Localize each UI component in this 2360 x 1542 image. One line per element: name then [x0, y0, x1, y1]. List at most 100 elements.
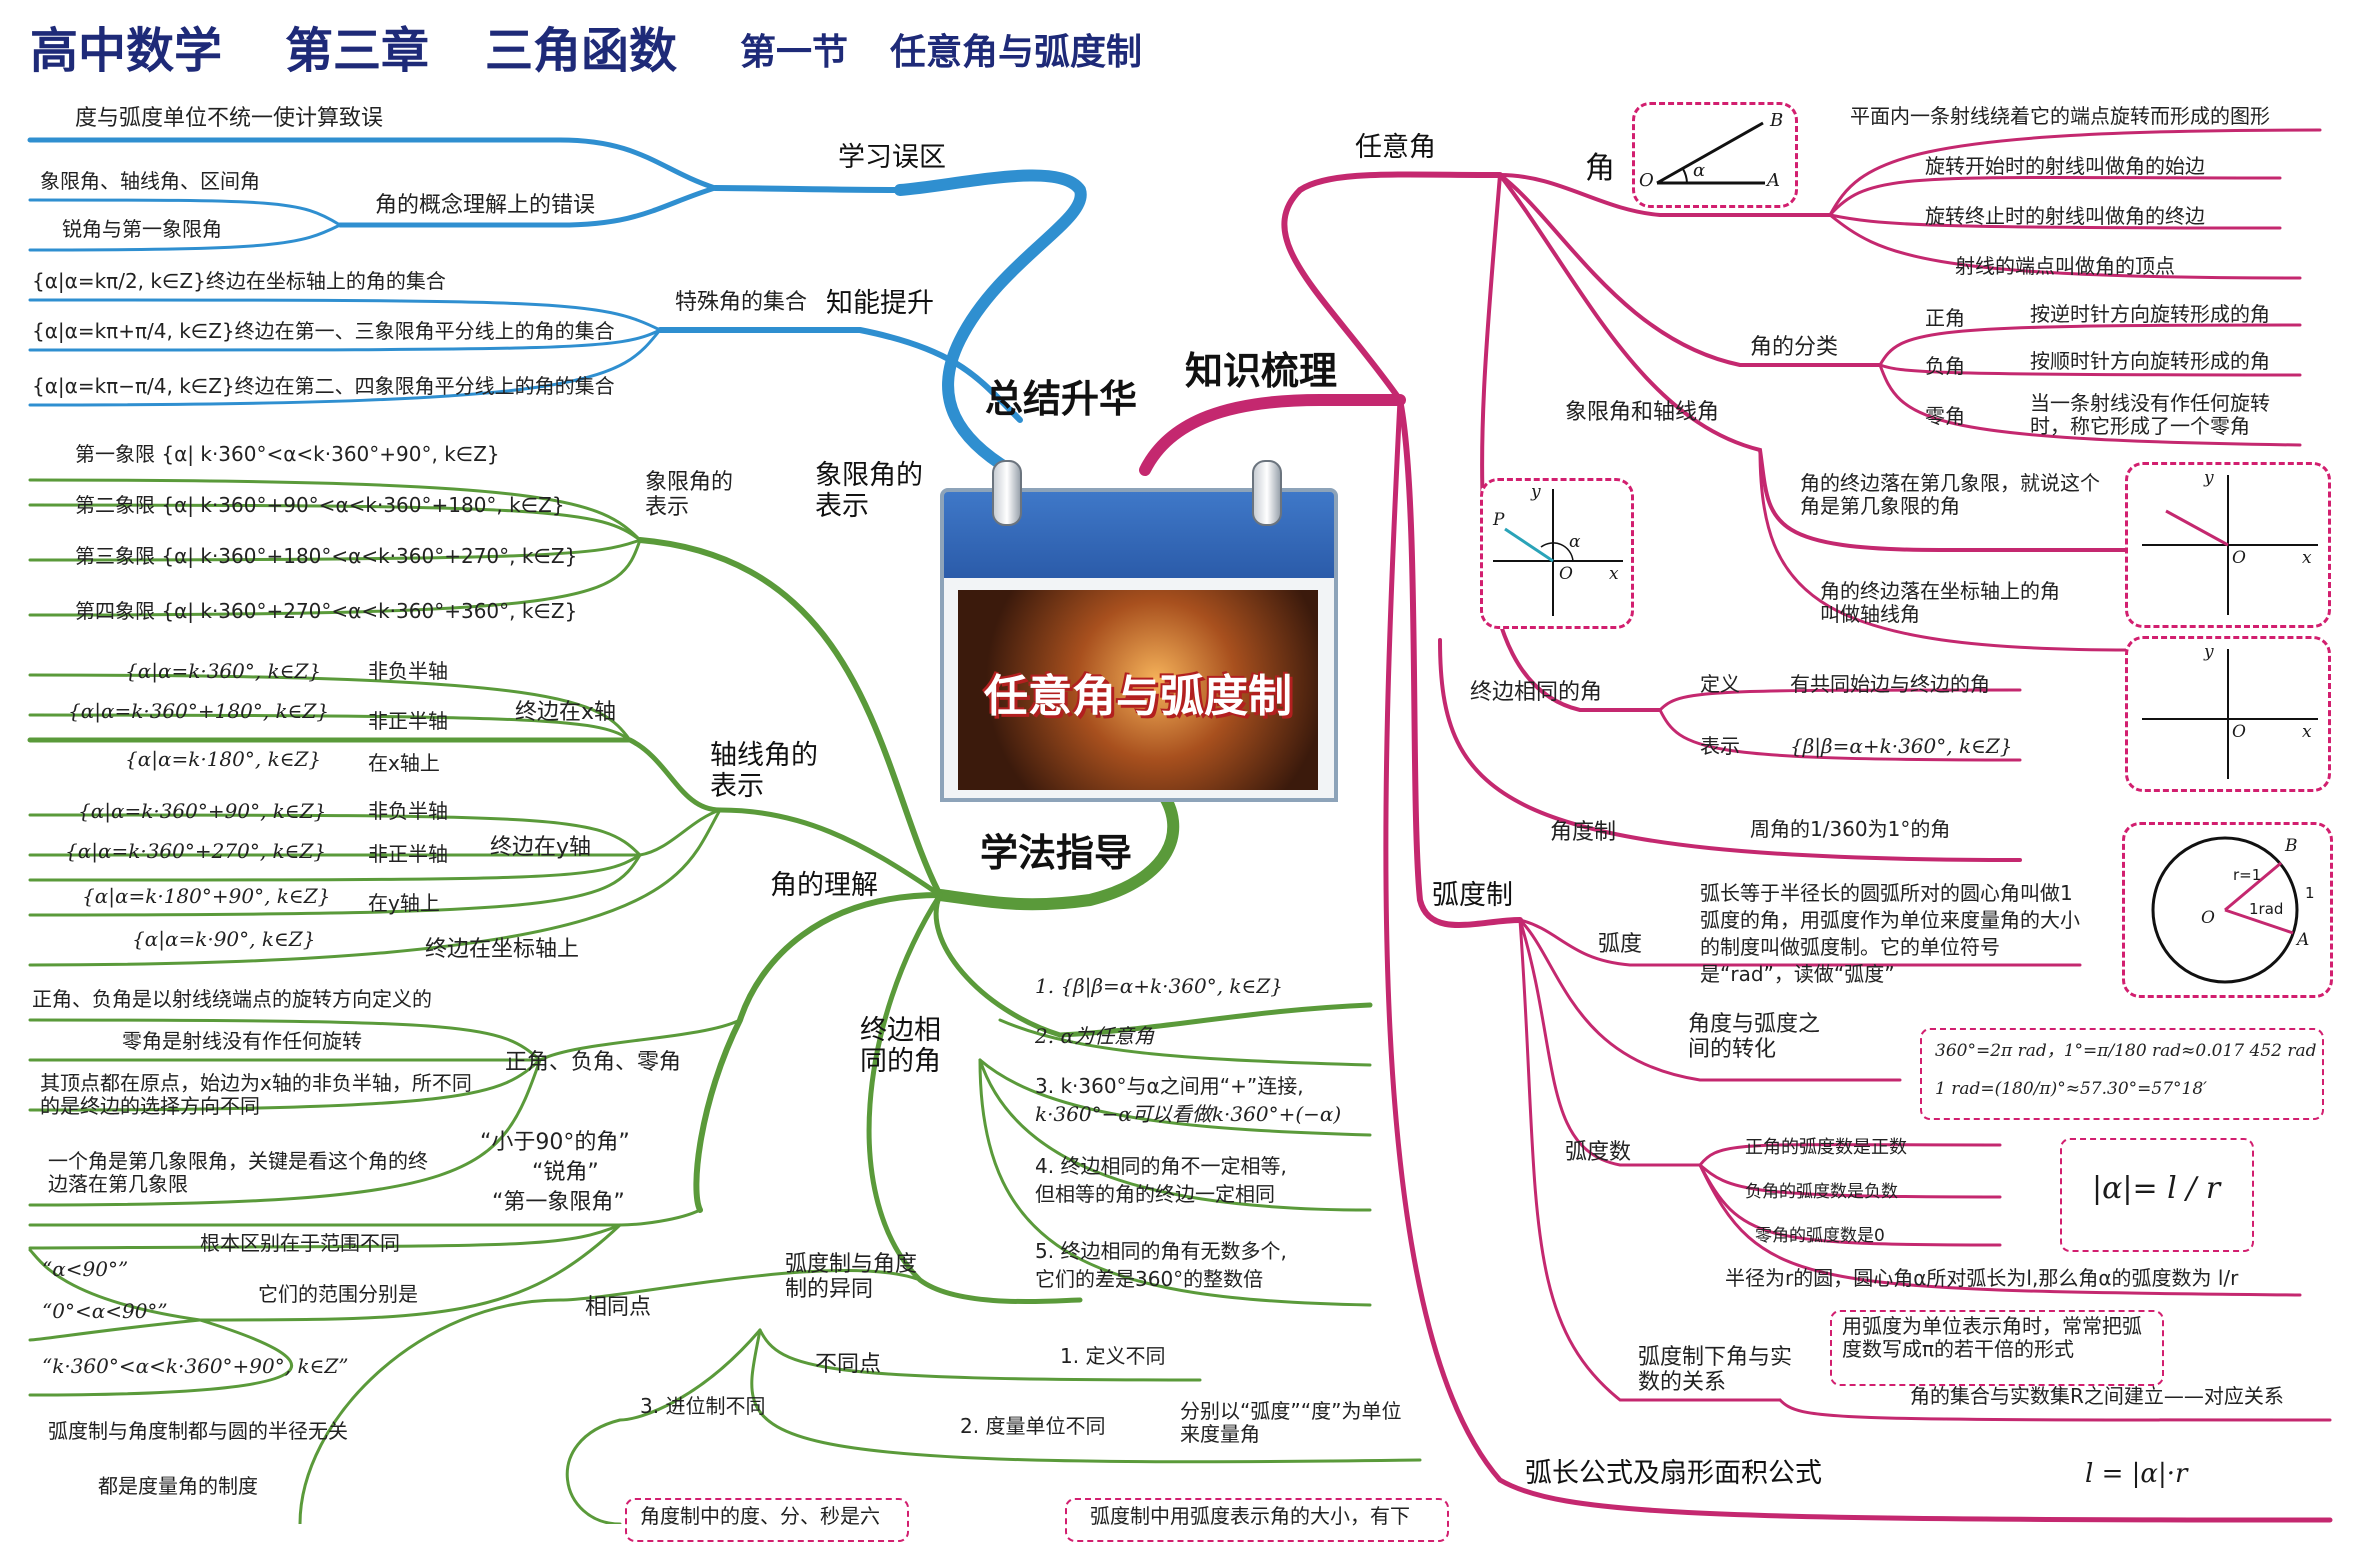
green-r3: “k·360°<α<k·360°+90°, k∈Z”	[42, 1355, 349, 1378]
center-calendar: 任意角与弧度制	[940, 460, 1330, 805]
calendar-body: 任意角与弧度制	[940, 578, 1338, 802]
mag-quad-axis: 象限角和轴线角	[1565, 400, 1719, 425]
mag-abs-formula: |α|= l / r	[2092, 1172, 2220, 1207]
green-st3a: 3. k·360°与α之间用“+”连接,	[1035, 1075, 1304, 1098]
green-r2: “0°<α<90°”	[42, 1300, 168, 1323]
radian-diagram	[2125, 825, 2330, 995]
mag-vertex: 射线的端点叫做角的顶点	[1955, 255, 2175, 278]
blue-set3: {α|α=kπ−π/4, k∈Z}终边在第二、四象限角平分线上的角的集合	[32, 375, 615, 398]
cot-label-y: y	[1531, 483, 1541, 503]
green-lt90: “小于90°的角”	[480, 1130, 630, 1155]
green-same-terminal: 终边相同的角	[860, 1015, 960, 1077]
header-section: 第一节	[740, 32, 848, 73]
green-acute-q: “锐角”	[532, 1160, 599, 1185]
axis-diagram	[2128, 639, 2328, 789]
green-zero: 零角是射线没有作任何旋转	[122, 1030, 362, 1053]
green-r1: “α<90°”	[42, 1258, 128, 1281]
green-st1: 1. {β|β=α+k·360°, k∈Z}	[1035, 975, 1283, 998]
axis-label-y: y	[2204, 643, 2214, 663]
mag-zero-def: 当一条射线没有作任何旋转时，称它形成了一个零角	[2030, 392, 2290, 438]
mag-any-angle: 任意角	[1355, 132, 1436, 163]
mag-real-rel: 弧度制下角与实数的关系	[1638, 1345, 1808, 1396]
rad-label-O: O	[2201, 909, 2215, 929]
mag-zero: 零角	[1925, 405, 1965, 428]
green-cut1: 角度制中的度、分、秒是六	[640, 1505, 880, 1528]
mag-angle: 角	[1585, 152, 1615, 187]
mag-radian-sys: 弧度制	[1432, 880, 1513, 911]
rad-label-B: B	[2285, 837, 2298, 857]
green-st2: 2. α为任意角	[1035, 1025, 1154, 1048]
green-d3: 3. 进位制不同	[640, 1395, 765, 1418]
mag-conversion: 角度与弧度之间的转化	[1688, 1012, 1838, 1063]
mag-negative: 负角	[1925, 355, 1965, 378]
axis-label-O: O	[2232, 723, 2246, 743]
branch-knowledge: 知识梳理	[1185, 350, 1337, 394]
center-title: 任意角与弧度制	[958, 660, 1318, 724]
green-on-y: 终边在y轴	[490, 835, 591, 860]
rad-label-r1: r=1	[2233, 867, 2261, 884]
blue-special-sets: 特殊角的集合	[675, 290, 807, 315]
green-y2: 非正半轴	[368, 843, 448, 866]
blue-mistake	[715, 188, 900, 190]
mag-radian: 弧度	[1598, 932, 1642, 957]
quad-label-x: x	[2302, 549, 2312, 569]
coterminal-diagram	[1483, 481, 1631, 626]
green-q4: 第四象限 {α| k·360°+270°<α<k·360°+360°, k∈Z}	[75, 600, 577, 623]
mag-positive-def: 按逆时针方向旋转形成的角	[2030, 303, 2270, 326]
blue-mistake-concept: 角的概念理解上的错误	[375, 193, 595, 218]
mag-rn1: 正角的弧度数是正数	[1745, 1138, 1907, 1159]
header-section-name: 任意角与弧度制	[890, 32, 1142, 73]
green-y3: 在y轴上	[368, 892, 440, 915]
mag-real-note: 用弧度为单位表示角时，常常把弧度数写成π的若干倍的形式	[1842, 1315, 2152, 1361]
mag-classify: 角的分类	[1750, 335, 1838, 360]
green-d2-note: 分别以“弧度”“度”为单位来度量角	[1180, 1400, 1420, 1446]
green-y2-set: {α|α=k·360°+270°, k∈Z}	[65, 840, 326, 863]
green-y3-set: {α|α=k·180°+90°, k∈Z}	[82, 885, 330, 908]
blue-special	[660, 330, 1020, 420]
green-on-x: 终边在x轴	[515, 700, 616, 725]
green-first-q: “第一象限角”	[492, 1190, 625, 1215]
label-A: A	[1767, 171, 1780, 192]
blue-set2: {α|α=kπ+π/4, k∈Z}终边在第一、三象限角平分线上的角的集合	[32, 320, 615, 343]
green-vertex-note: 其顶点都在原点，始边为x轴的非负半轴，所不同的是终边的选择方向不同	[40, 1072, 490, 1118]
axis-figure: y x O	[2125, 636, 2331, 792]
cot-label-P: P	[1493, 511, 1504, 531]
green-quad-repr: 象限角的表示	[815, 460, 935, 522]
blue-acute: 锐角与第一象限角	[62, 218, 222, 241]
branch-method: 学法指导	[980, 832, 1132, 876]
calendar-ring-right	[1252, 460, 1282, 526]
green-x2-set: {α|α=k·360°+180°, k∈Z}	[68, 700, 329, 723]
blue-set1: {α|α=kπ/2, k∈Z}终边在坐标轴上的角的集合	[32, 270, 446, 293]
mag-positive: 正角	[1925, 307, 1965, 330]
header-chapter-name: 三角函数	[485, 24, 677, 79]
mag-rn4: 半径为r的圆，圆心角α所对弧长为l,那么角α的弧度数为 l/r	[1725, 1267, 2238, 1290]
blue-improve: 知能提升	[826, 288, 934, 319]
coterminal-figure: y x P O α	[1480, 478, 1634, 629]
quad-label-O: O	[2232, 549, 2246, 569]
green-q2: 第二象限 {α| k·360°+90°<α<k·360°+180°, k∈Z}	[75, 494, 565, 517]
mag-arc-eq: l = |α|·r	[2085, 1460, 2187, 1490]
green-diff: 不同点	[815, 1352, 881, 1377]
label-B: B	[1770, 111, 1783, 132]
green-x1: 非负半轴	[368, 660, 448, 683]
cot-label-O: O	[1559, 565, 1573, 585]
green-coterminal	[936, 895, 1370, 1035]
green-cut2: 弧度制中用弧度表示角的大小，有下	[1090, 1505, 1410, 1528]
mag-conv1: 360°=2π rad，1°=π/180 rad≈0.017 452 rad	[1935, 1042, 2317, 1062]
mag-arc-formula: 弧长公式及扇形面积公式	[1525, 1458, 1822, 1489]
mag-axis-def: 角的终边落在坐标轴上的角叫做轴线角	[1820, 580, 2060, 626]
green-quad	[640, 540, 940, 895]
mag-express: 表示	[1700, 735, 1740, 758]
mag-degree-sys: 角度制	[1550, 820, 1616, 845]
mag-one-to-one: 角的集合与实数集R之间建立——对应关系	[1910, 1385, 2284, 1408]
green-x3: 在x轴上	[368, 752, 440, 775]
header-chapter: 第三章	[285, 24, 429, 79]
green-d1: 1. 定义不同	[1060, 1345, 1165, 1368]
mag-def: 平面内一条射线绕着它的端点旋转而形成的图形	[1850, 105, 2270, 128]
green-same: 相同点	[585, 1295, 651, 1320]
mag-rn3: 零角的弧度数是0	[1755, 1227, 1885, 1247]
green-st4a: 4. 终边相同的角不一定相等,	[1035, 1155, 1287, 1178]
green-y1: 非负半轴	[368, 800, 448, 823]
green-diff-range: 根本区别在于范围不同	[200, 1232, 400, 1255]
